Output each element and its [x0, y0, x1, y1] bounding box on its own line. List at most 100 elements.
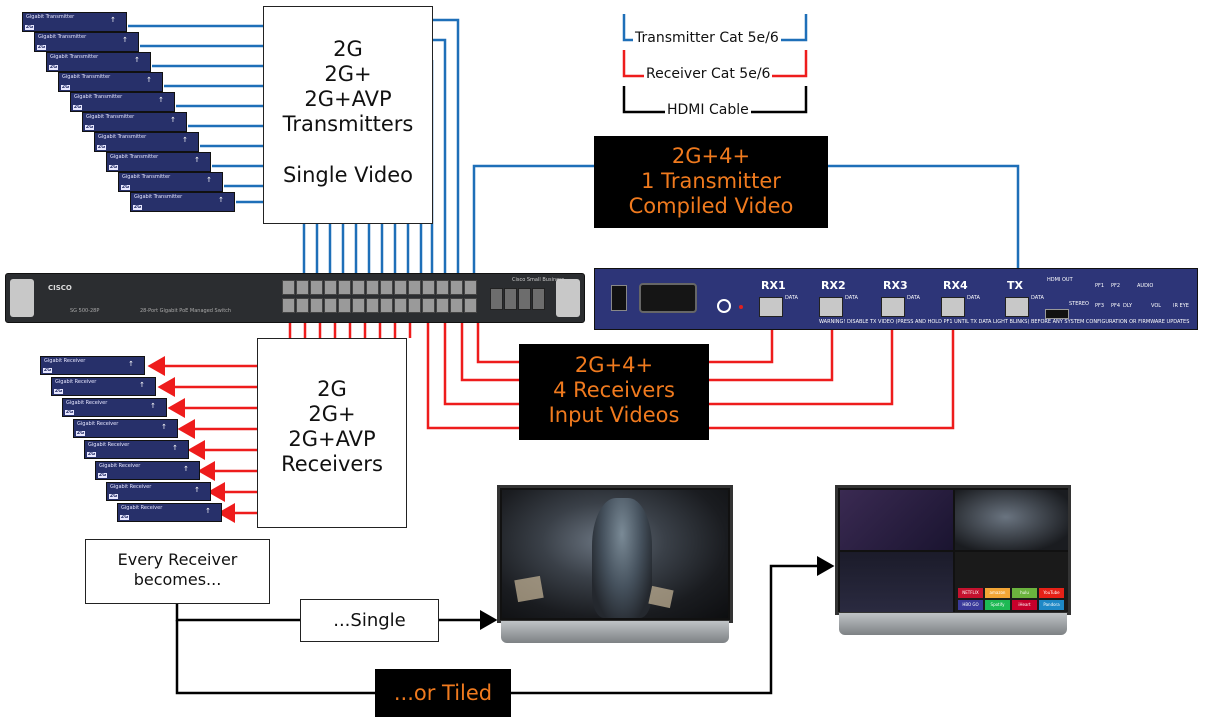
ir-eye-label: IR EYE	[1173, 303, 1189, 309]
pf2-label: PF2	[1111, 283, 1121, 289]
stereo-label: STEREO	[1069, 301, 1089, 307]
four-receivers-line-2: 4 Receivers	[553, 378, 675, 402]
device-badge: 2G	[49, 64, 58, 70]
hdmi-tiled-to-tv	[511, 556, 835, 695]
transmitter-cable-right-2	[433, 38, 447, 285]
switch-sfp-port	[532, 288, 545, 310]
device-name: Gigabit Receiver	[66, 400, 108, 406]
app-tile[interactable]: Pandora	[1039, 600, 1064, 610]
arrow-icon: ↑	[194, 156, 200, 164]
switch-port	[338, 298, 351, 313]
switch-port	[450, 280, 463, 295]
legend-hdmi-cable: HDMI Cable	[665, 102, 751, 118]
switch-port	[324, 280, 337, 295]
arrow-icon: ↑	[183, 465, 189, 473]
rack-port-label-rx2: RX2	[821, 279, 846, 292]
rack-port-label-rx1: RX1	[761, 279, 786, 292]
app-tile[interactable]: YouTube	[1039, 588, 1064, 598]
rack-port-rx1[interactable]	[759, 297, 783, 317]
switch-sfp-port	[490, 288, 503, 310]
rack-port-rx3[interactable]	[881, 297, 905, 317]
switch-ear-left	[10, 279, 34, 317]
arrow-icon: ↑	[110, 16, 116, 24]
switch-port	[296, 298, 309, 313]
device-badge: 2G	[133, 204, 142, 210]
rack-port-tx[interactable]	[1005, 297, 1029, 317]
rx3-input-rack	[709, 309, 902, 406]
hdmi-out-label: HDMI OUT	[1047, 277, 1073, 283]
one-transmitter-box: 2G+4+ 1 Transmitter Compiled Video	[594, 136, 828, 228]
switch-port	[296, 280, 309, 295]
switch-port	[408, 280, 421, 295]
legend-transmitter-cable: Transmitter Cat 5e/6	[633, 30, 781, 46]
device-name: Gigabit Receiver	[110, 484, 152, 490]
receivers-line-4: Receivers	[281, 452, 383, 476]
arrow-icon: ↑	[139, 381, 145, 389]
tiled-box: ...or Tiled	[375, 669, 511, 717]
device-badge: 2G	[97, 144, 106, 150]
app-tile[interactable]: HBO GO	[958, 600, 983, 610]
one-transmitter-line-2: 1 Transmitter	[641, 169, 781, 193]
rack-data-label: DATA	[907, 295, 920, 301]
switch-port	[324, 298, 337, 313]
pf4-label: PF4	[1111, 303, 1121, 309]
app-tile[interactable]: NETFLIX	[958, 588, 983, 598]
switch-port	[366, 280, 379, 295]
receivers-box: 2G 2G+ 2G+AVP Receivers	[257, 338, 407, 528]
device-name: Gigabit Transmitter	[110, 154, 159, 160]
pf1-label: PF1	[1095, 283, 1105, 289]
power-switch[interactable]	[611, 285, 627, 311]
switch-brand: CISCO	[48, 284, 72, 292]
four-receivers-box: 2G+4+ 4 Receivers Input Videos	[519, 344, 709, 440]
rx4-input-switch	[426, 312, 519, 430]
switch-port	[282, 280, 295, 295]
app-tile[interactable]: Spotify	[985, 600, 1010, 610]
single-tv-screen	[497, 485, 733, 623]
rack-port-rx2[interactable]	[819, 297, 843, 317]
rack-data-label: DATA	[845, 295, 858, 301]
device-badge: 2G	[73, 104, 82, 110]
one-transmitter-line-1: 2G+4+	[671, 144, 751, 168]
vol-label: VOL	[1151, 303, 1162, 309]
rack-port-label-rx4: RX4	[943, 279, 968, 292]
receivers-line-2: 2G+	[308, 402, 356, 426]
app-tile[interactable]: hulu	[1012, 588, 1037, 598]
switch-port	[352, 280, 365, 295]
transmitters-line-2: 2G+	[324, 62, 372, 86]
tiled-quad-guide	[840, 552, 953, 612]
app-tile[interactable]: amazon	[985, 588, 1010, 598]
power-button-icon[interactable]	[717, 299, 731, 313]
receivers-line-1: 2G	[317, 377, 347, 401]
power-inlet	[639, 283, 697, 313]
switch-ear-right	[556, 279, 580, 317]
device-badge: 2G	[120, 514, 129, 520]
audio-label: AUDIO	[1137, 283, 1154, 289]
device-badge: 2G	[109, 164, 118, 170]
receivers-line-3: 2G+AVP	[288, 427, 376, 451]
compiled-tx-to-switch	[472, 164, 594, 285]
switch-port	[436, 280, 449, 295]
transmitters-line-3: 2G+AVP	[304, 87, 392, 111]
rack-port-rx4[interactable]	[941, 297, 965, 317]
transmitters-line-1: 2G	[333, 37, 363, 61]
device-name: Gigabit Receiver	[77, 421, 119, 427]
device-badge: 2G	[76, 430, 85, 436]
device-name: Gigabit Transmitter	[62, 74, 111, 80]
arrow-icon: ↑	[194, 486, 200, 494]
arrow-icon: ↑	[206, 176, 212, 184]
arrow-icon: ↑	[158, 96, 164, 104]
app-tile[interactable]: iHeart	[1012, 600, 1037, 610]
one-transmitter-line-3: Compiled Video	[628, 194, 794, 218]
single-box: ...Single	[300, 599, 439, 642]
device-name: Gigabit Receiver	[99, 463, 141, 469]
rack-port-label-tx: TX	[1007, 279, 1023, 292]
tiled-quad-movie	[955, 490, 1068, 550]
